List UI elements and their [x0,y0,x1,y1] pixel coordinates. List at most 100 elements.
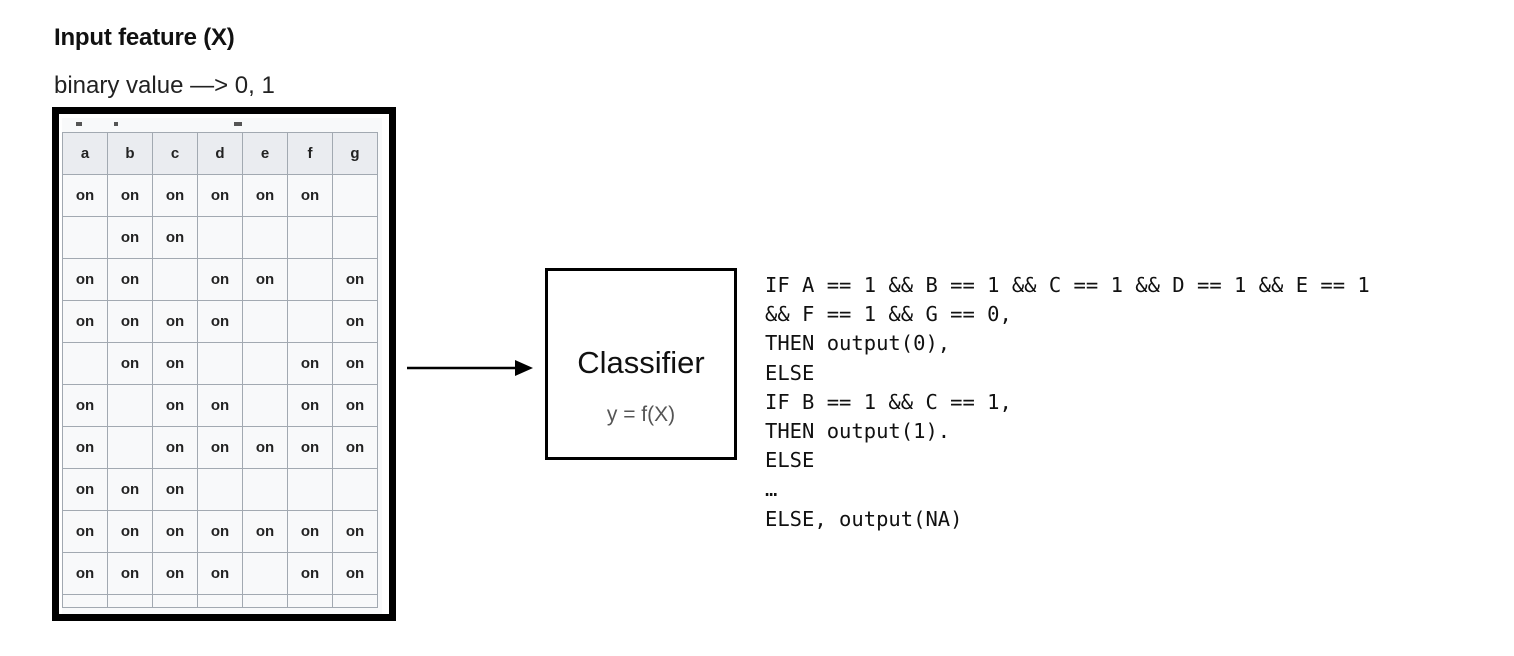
table-cell: on [242,174,288,217]
table-cell: on [152,468,198,511]
table-cell: on [197,300,243,343]
column-header-e: e [242,132,288,175]
classifier-label: Classifier [577,345,705,380]
rule-list: IF A == 1 && B == 1 && C == 1 && D == 1 … [765,271,1370,534]
table-cell [152,594,198,608]
table-cell: on [107,300,153,343]
table-cell [197,594,243,608]
table-cell: on [197,384,243,427]
table-cell: on [152,552,198,595]
table-cell: on [332,384,378,427]
table-row-cropped [62,594,378,608]
table-cell [287,258,333,301]
table-cell: on [332,342,378,385]
column-header-g: g [332,132,378,175]
rule-line: ELSE, output(NA) [765,506,963,531]
table-cell: on [62,468,108,511]
table-cell [242,342,288,385]
table-cell: on [197,510,243,553]
arrow-to-classifier [407,360,533,376]
table-cell [197,342,243,385]
table-cell [332,594,378,608]
table-cell [287,300,333,343]
table-cell: on [62,510,108,553]
table-cell: on [107,216,153,259]
table-cell: on [107,342,153,385]
table-cell [107,594,153,608]
table-cell [242,384,288,427]
table-cell [197,468,243,511]
table-cell: on [197,552,243,595]
table-cell: on [242,258,288,301]
table-cell [332,468,378,511]
table-cell: on [197,174,243,217]
table-cell: on [152,300,198,343]
table-cell [62,216,108,259]
table-cell: on [107,510,153,553]
input-feature-title: Input feature (X) [54,24,235,51]
column-header-a: a [62,132,108,175]
table-cell: on [107,552,153,595]
table-cell [332,216,378,259]
rule-line: && F == 1 && G == 0, [765,302,1012,327]
table-cell: on [62,426,108,469]
table-cell: on [287,174,333,217]
table-cell: on [242,426,288,469]
table-cell: on [107,174,153,217]
column-header-f: f [287,132,333,175]
table-cell: on [197,258,243,301]
rule-line: … [765,477,778,502]
table-cell: on [62,552,108,595]
table-cell [287,594,333,608]
table-cell: on [332,510,378,553]
table-cell [242,594,288,608]
table-cell [107,426,153,469]
column-header-b: b [107,132,153,175]
table-cell [197,216,243,259]
rule-line: THEN output(1). [765,419,951,444]
table-cell: on [152,216,198,259]
table-cell: on [197,426,243,469]
table-cell [107,384,153,427]
table-cell: on [332,300,378,343]
table-cell: on [287,426,333,469]
classifier-formula: y = f(X) [606,403,676,426]
table-cell: on [332,552,378,595]
table-cell: on [287,552,333,595]
binary-value-subtitle: binary value —> 0, 1 [54,72,275,99]
table-cell: on [152,510,198,553]
rule-line: THEN output(0), [765,331,951,356]
column-header-d: d [197,132,243,175]
table-cell [242,552,288,595]
table-cell: on [152,342,198,385]
table-cell [332,174,378,217]
table-cell: on [287,384,333,427]
table-cell: on [332,426,378,469]
table-cell: on [107,468,153,511]
rule-line: ELSE [765,360,815,385]
table-cell: on [287,510,333,553]
cropped-text-remnants [76,122,242,126]
table-cell: on [242,510,288,553]
table-cell [62,342,108,385]
classifier-box: Classifier y = f(X) [545,268,737,460]
table-cell: on [332,258,378,301]
table-cell: on [62,300,108,343]
table-cell [287,216,333,259]
table-cell [287,468,333,511]
table-cell [152,258,198,301]
table-cell: on [107,258,153,301]
